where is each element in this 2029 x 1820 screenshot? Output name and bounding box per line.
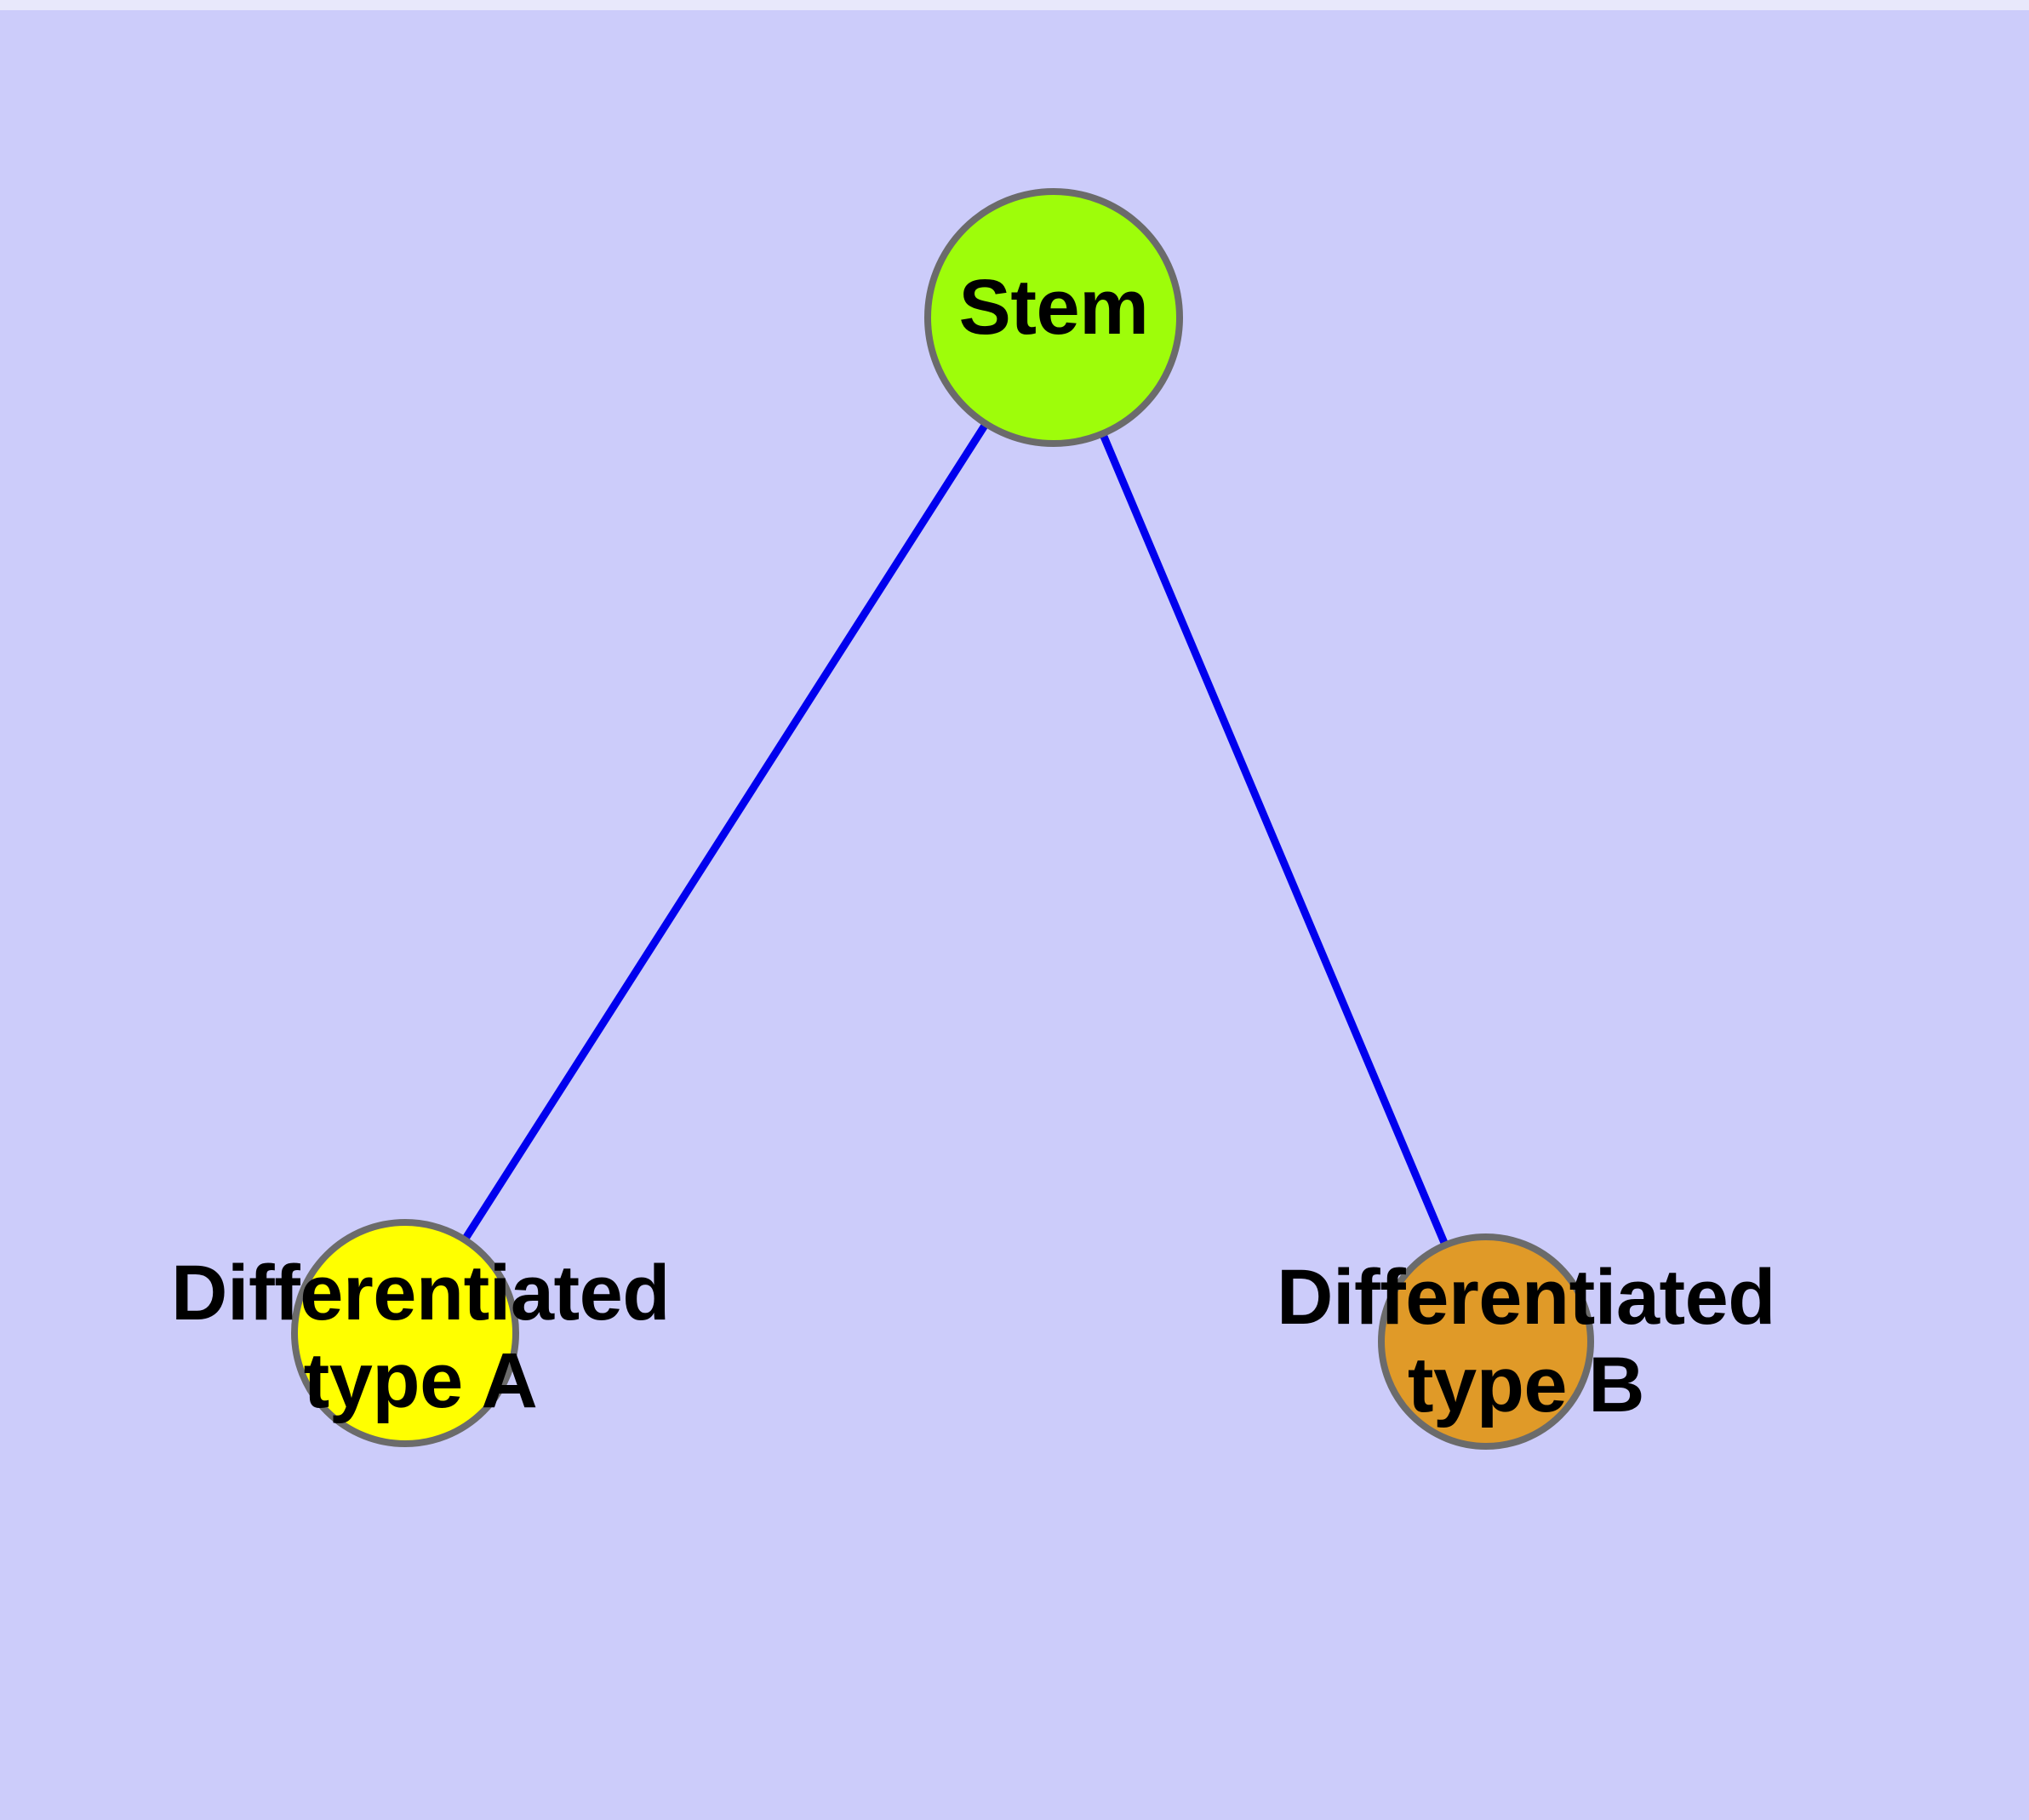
- figure-top-edge-strip: [0, 0, 2029, 10]
- edge-stem-to-type-a[interactable]: [401, 313, 1058, 1337]
- node-stem[interactable]: [924, 188, 1183, 447]
- node-differentiated-type-b[interactable]: [1378, 1233, 1594, 1450]
- edge-stem-to-type-b[interactable]: [1049, 313, 1490, 1346]
- node-layer: [291, 188, 1594, 1450]
- node-differentiated-type-a[interactable]: [291, 1219, 519, 1447]
- edge-layer: [401, 313, 1490, 1346]
